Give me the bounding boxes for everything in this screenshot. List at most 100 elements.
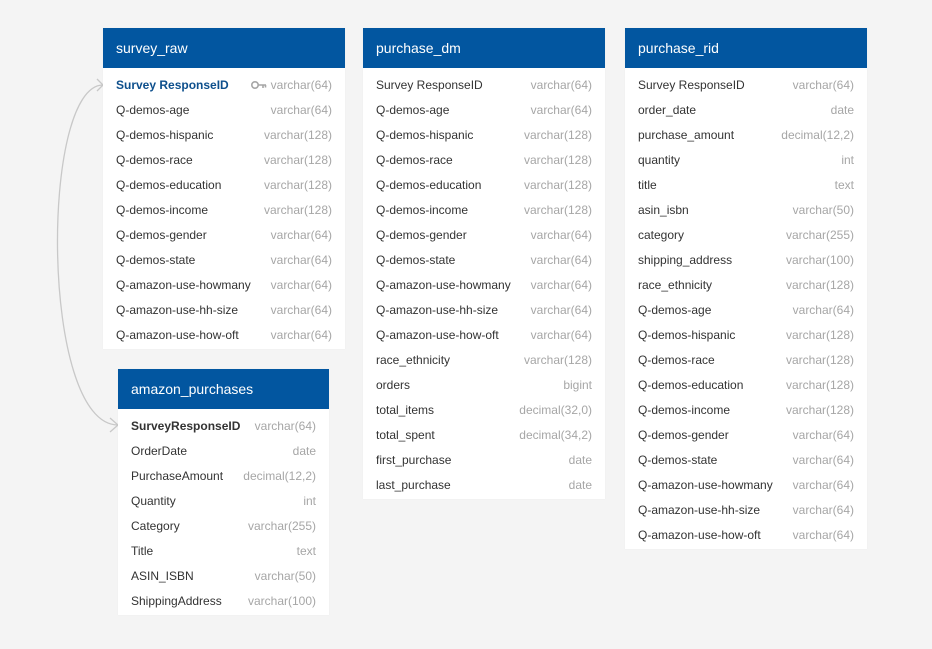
column-meta: varchar(64) bbox=[793, 428, 854, 442]
column-name: Q-demos-hispanic bbox=[376, 127, 474, 142]
column-name: Q-demos-education bbox=[116, 177, 222, 192]
table-title[interactable]: amazon_purchases bbox=[118, 369, 329, 409]
column-meta: varchar(64) bbox=[271, 103, 332, 117]
column-name: Title bbox=[131, 543, 154, 558]
column-type: date bbox=[292, 443, 316, 458]
column-type: varchar(64) bbox=[530, 302, 592, 317]
column-type: varchar(64) bbox=[530, 77, 592, 92]
column-name: Q-demos-race bbox=[376, 152, 453, 167]
column-name: Q-demos-education bbox=[376, 177, 482, 192]
column-meta: varchar(128) bbox=[524, 153, 592, 167]
column-row[interactable]: Q-demos-race varchar(128) bbox=[363, 147, 605, 172]
column-type: varchar(64) bbox=[792, 527, 854, 542]
column-row[interactable]: Q-amazon-use-howmany varchar(64) bbox=[363, 272, 605, 297]
column-type: varchar(128) bbox=[785, 377, 854, 392]
column-type: varchar(128) bbox=[263, 127, 332, 142]
table-title[interactable]: purchase_dm bbox=[363, 28, 605, 68]
column-name: total_spent bbox=[376, 427, 435, 442]
column-type: varchar(128) bbox=[263, 202, 332, 217]
column-row[interactable]: Q-amazon-use-how-oft varchar(64) bbox=[625, 522, 867, 547]
column-name: Q-demos-gender bbox=[638, 427, 729, 442]
column-type: varchar(128) bbox=[785, 277, 854, 292]
column-type: varchar(64) bbox=[530, 277, 592, 292]
column-row[interactable]: Q-demos-gender varchar(64) bbox=[625, 422, 867, 447]
column-type: bigint bbox=[563, 377, 592, 392]
column-meta: decimal(12,2) bbox=[781, 128, 854, 142]
table-title[interactable]: purchase_rid bbox=[625, 28, 867, 68]
column-type: varchar(64) bbox=[270, 302, 332, 317]
column-type: varchar(64) bbox=[792, 77, 854, 92]
column-type: varchar(64) bbox=[530, 252, 592, 267]
column-name: Q-amazon-use-how-oft bbox=[638, 527, 761, 542]
column-type: varchar(255) bbox=[785, 227, 854, 242]
column-name: SurveyResponseID bbox=[131, 418, 241, 433]
column-name: Q-amazon-use-howmany bbox=[376, 277, 511, 292]
table-title[interactable]: survey_raw bbox=[103, 28, 345, 68]
column-meta: varchar(64) bbox=[271, 228, 332, 242]
column-type: varchar(100) bbox=[785, 252, 854, 267]
column-type: varchar(64) bbox=[792, 452, 854, 467]
column-type: date bbox=[568, 452, 592, 467]
column-meta: varchar(64) bbox=[271, 303, 332, 317]
column-meta: varchar(64) bbox=[793, 528, 854, 542]
many-marker bbox=[109, 417, 119, 433]
column-meta: varchar(64) bbox=[793, 503, 854, 517]
column-row[interactable]: Q-demos-age varchar(64) bbox=[103, 97, 345, 122]
column-name: Q-demos-age bbox=[116, 102, 190, 117]
